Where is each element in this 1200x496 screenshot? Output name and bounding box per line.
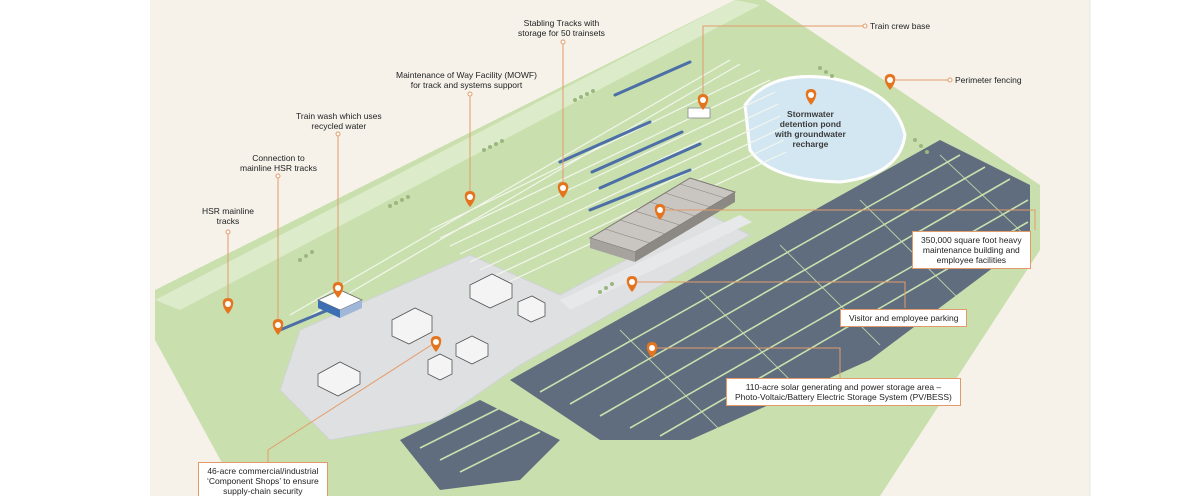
callout-text-line: Visitor and employee parking — [849, 313, 959, 323]
crew-base-building — [687, 107, 711, 119]
callout-perimeter-fencing: Perimeter fencing — [955, 75, 1022, 85]
callout-text-line: detention pond — [779, 119, 842, 129]
callout-train-wash: Train wash which uses recycled water — [296, 111, 382, 131]
callout-text-line: Connection to — [252, 153, 305, 163]
trainsets — [278, 60, 702, 332]
callout-text-line: for track and systems support — [410, 80, 523, 90]
callout-text-line: supply-chain security — [223, 486, 303, 496]
callout-text-line: 46-acre commercial/industrial — [207, 466, 319, 476]
callout-connection-hsr: Connection to mainline HSR tracks — [240, 153, 317, 173]
access-road — [560, 215, 752, 310]
mainline-corridor — [155, 0, 760, 310]
callout-text-line: Perimeter fencing — [955, 75, 1022, 85]
stabling-tracks — [289, 59, 787, 323]
callout-maintenance-building: 350,000 square foot heavy maintenance bu… — [912, 231, 1031, 269]
callout-text-line: tracks — [216, 216, 240, 226]
callout-text-line: Maintenance of Way Facility (MOWF) — [396, 70, 537, 80]
solar-field — [400, 140, 1031, 490]
map-pins — [222, 74, 896, 358]
callout-stabling-tracks: Stabling Tracks with storage for 50 trai… — [518, 18, 605, 38]
callout-text-line: with groundwater — [775, 129, 846, 139]
callout-train-crew-base: Train crew base — [870, 21, 930, 31]
leader-lines — [227, 25, 1036, 465]
callout-text-line: ‘Component Shops’ to ensure — [207, 476, 319, 486]
callout-text-line: Stormwater — [787, 109, 834, 119]
component-shop-buildings — [317, 273, 546, 397]
callout-text-line: recharge — [792, 139, 829, 149]
callout-text-line: storage for 50 trainsets — [518, 28, 605, 38]
callout-solar: 110-acre solar generating and power stor… — [726, 378, 961, 406]
callout-text-line: Train crew base — [870, 21, 931, 31]
callout-text-line: Stabling Tracks with — [523, 18, 600, 28]
leader-endpoints — [225, 23, 953, 235]
callout-hsr-mainline: HSR mainline tracks — [202, 206, 254, 226]
callout-text-line: maintenance building and — [922, 245, 1020, 255]
pond-label: Stormwater detention pond with groundwat… — [775, 109, 846, 149]
callout-text-line: Train wash which uses — [296, 111, 382, 121]
stormwater-pond — [743, 75, 907, 184]
callout-text-line: 350,000 square foot heavy — [921, 235, 1022, 245]
callout-text-line: employee facilities — [936, 255, 1007, 265]
callout-text-line: recycled water — [311, 121, 367, 131]
train-wash-building — [317, 289, 363, 318]
callout-text-line: mainline HSR tracks — [240, 163, 317, 173]
callout-mowf: Maintenance of Way Facility (MOWF) for t… — [396, 70, 537, 90]
tree-rows — [298, 66, 929, 294]
callout-parking: Visitor and employee parking — [840, 309, 968, 327]
callout-text-line: 110-acre solar generating and power stor… — [745, 382, 942, 392]
callout-text-line: HSR mainline — [202, 206, 254, 216]
callout-text-line: Photo-Voltaic/Battery Electric Storage S… — [735, 392, 952, 402]
callout-component-shops: 46-acre commercial/industrial ‘Component… — [198, 462, 328, 496]
